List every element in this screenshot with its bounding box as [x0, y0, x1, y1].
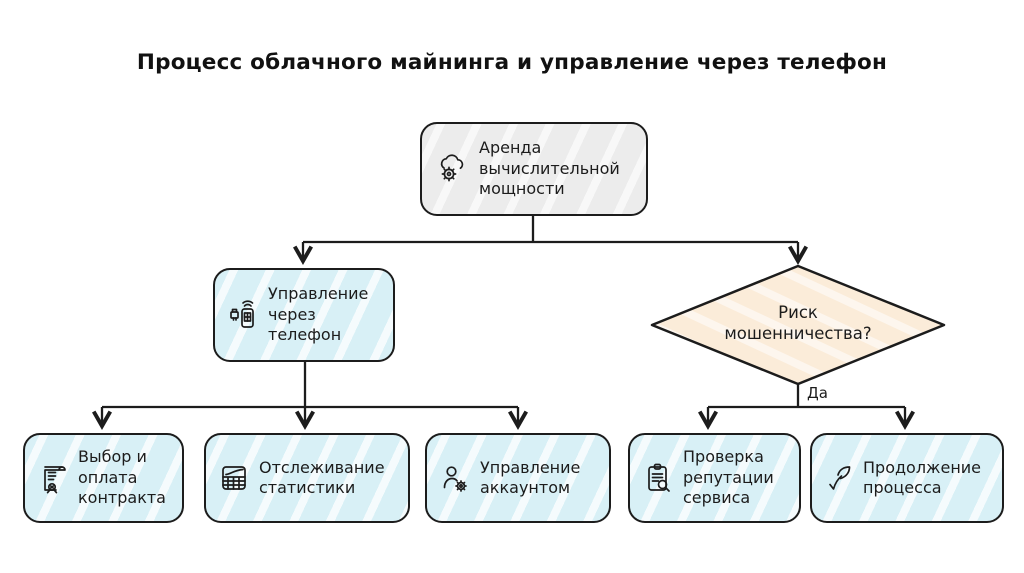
node-process-continuation: Продолжение процесса — [810, 433, 1004, 523]
cloud-gear-icon — [434, 153, 470, 185]
node-label: Продолжение процесса — [863, 457, 982, 497]
node-risk-question: Риск мошенничества? — [724, 303, 872, 344]
node-label: Проверка репутации сервиса — [683, 447, 774, 508]
edge-yes-label: Да — [807, 384, 828, 402]
node-label: Аренда вычислительной мощности — [479, 138, 620, 199]
user-gear-icon — [439, 462, 471, 494]
node-account-management: Управление аккаунтом — [425, 433, 611, 523]
node-phone-management: Управление через телефон — [213, 268, 395, 362]
leaf-icon — [824, 462, 854, 494]
node-rent-computing-power: Аренда вычислительной мощности — [420, 122, 648, 216]
contract-seal-icon — [37, 461, 69, 495]
phone-signal-icon — [227, 298, 259, 332]
node-contract-payment: Выбор и оплата контракта — [23, 433, 184, 523]
node-reputation-check: Проверка репутации сервиса — [628, 433, 801, 523]
diagram-title: Процесс облачного майнинга и управление … — [136, 50, 888, 75]
node-label: Управление аккаунтом — [480, 457, 581, 497]
node-label: Отслеживание статистики — [259, 457, 385, 497]
node-statistics-tracking: Отслеживание статистики — [204, 433, 410, 523]
clipboard-search-icon — [642, 461, 674, 495]
node-label: Управление через телефон — [268, 284, 369, 345]
node-label: Выбор и оплата контракта — [78, 447, 166, 508]
stats-table-icon — [218, 462, 250, 494]
